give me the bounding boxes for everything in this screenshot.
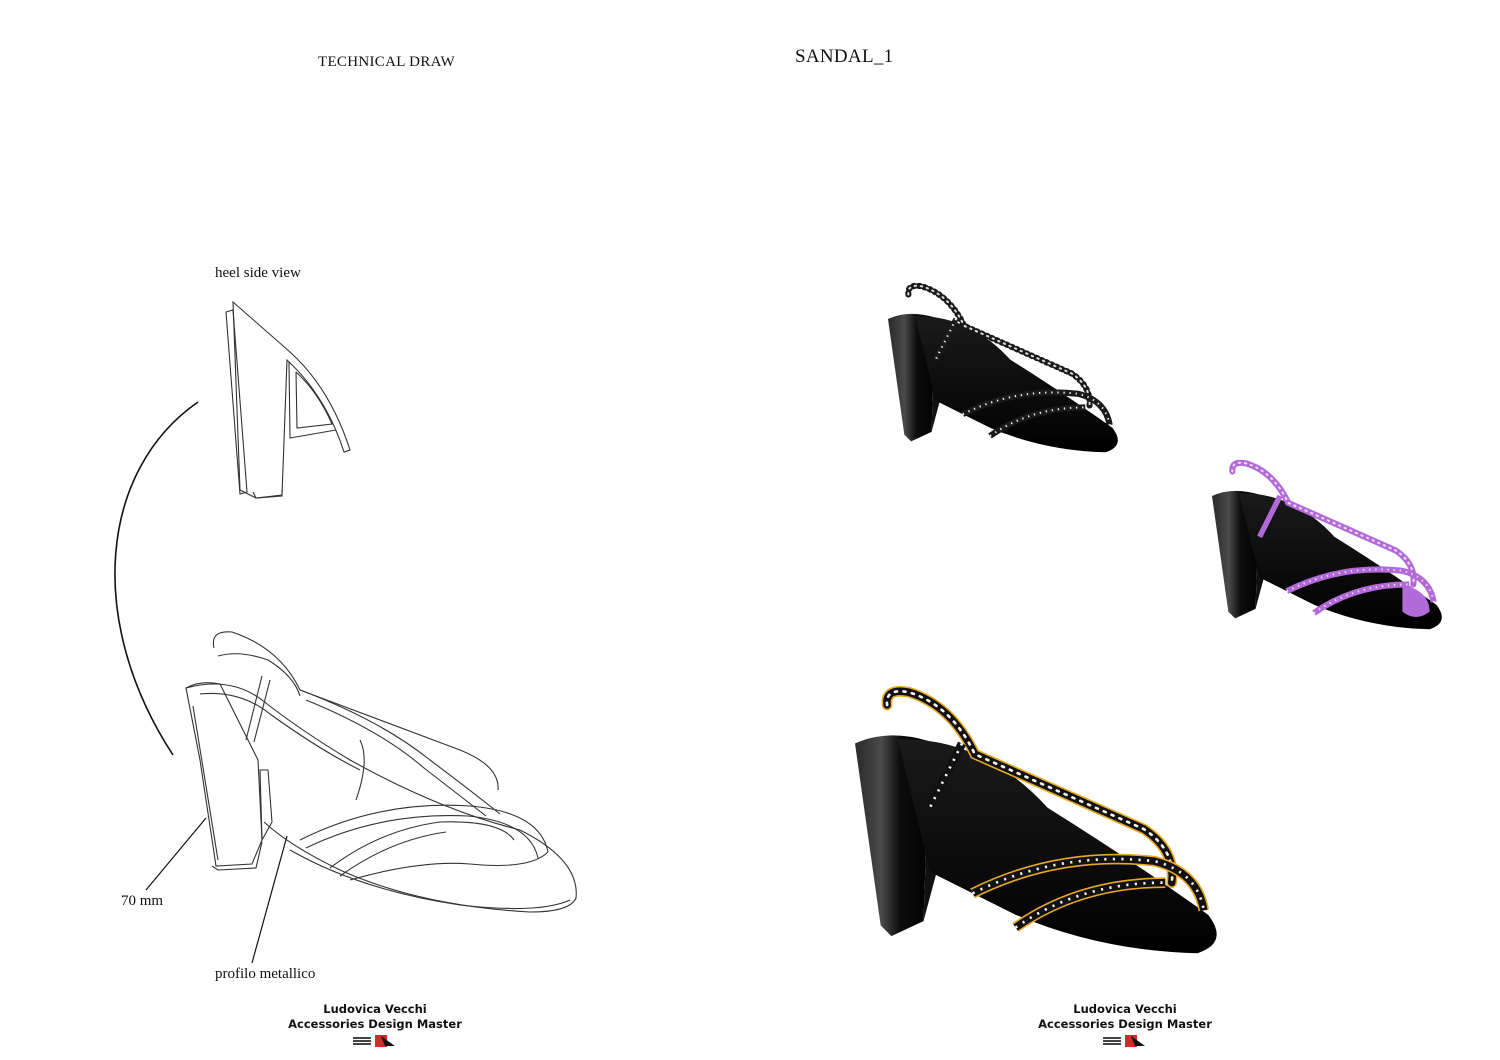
connector-arc <box>114 401 199 756</box>
heel-side-view-label: heel side view <box>215 265 301 281</box>
sandal-technical-sketch <box>185 631 577 913</box>
credit-block-left: Ludovica Vecchi Accessories Design Maste… <box>265 1002 485 1048</box>
profile-pointer-line <box>251 835 288 964</box>
heel-height-label: 70 mm <box>121 893 164 909</box>
technical-draw-title: TECHNICAL DRAW <box>318 54 456 70</box>
sandal-title: SANDAL_1 <box>795 46 894 67</box>
designer-role: Accessories Design Master <box>1038 1017 1212 1031</box>
academy-logo-icon <box>1103 1035 1145 1047</box>
sandal-render-black-silver <box>888 282 1118 453</box>
height-pointer-line <box>145 817 207 891</box>
sandal-render-black-gold <box>855 685 1217 954</box>
heel-side-view-sketch <box>225 300 351 499</box>
designer-name: Ludovica Vecchi <box>1073 1002 1177 1016</box>
metal-profile-label: profilo metallico <box>215 966 316 982</box>
designer-role: Accessories Design Master <box>288 1017 462 1031</box>
academy-logo-icon <box>353 1035 395 1047</box>
designer-name: Ludovica Vecchi <box>323 1002 427 1016</box>
credit-block-right: Ludovica Vecchi Accessories Design Maste… <box>1015 1002 1235 1048</box>
sandal-render-black-violet <box>1212 459 1442 630</box>
